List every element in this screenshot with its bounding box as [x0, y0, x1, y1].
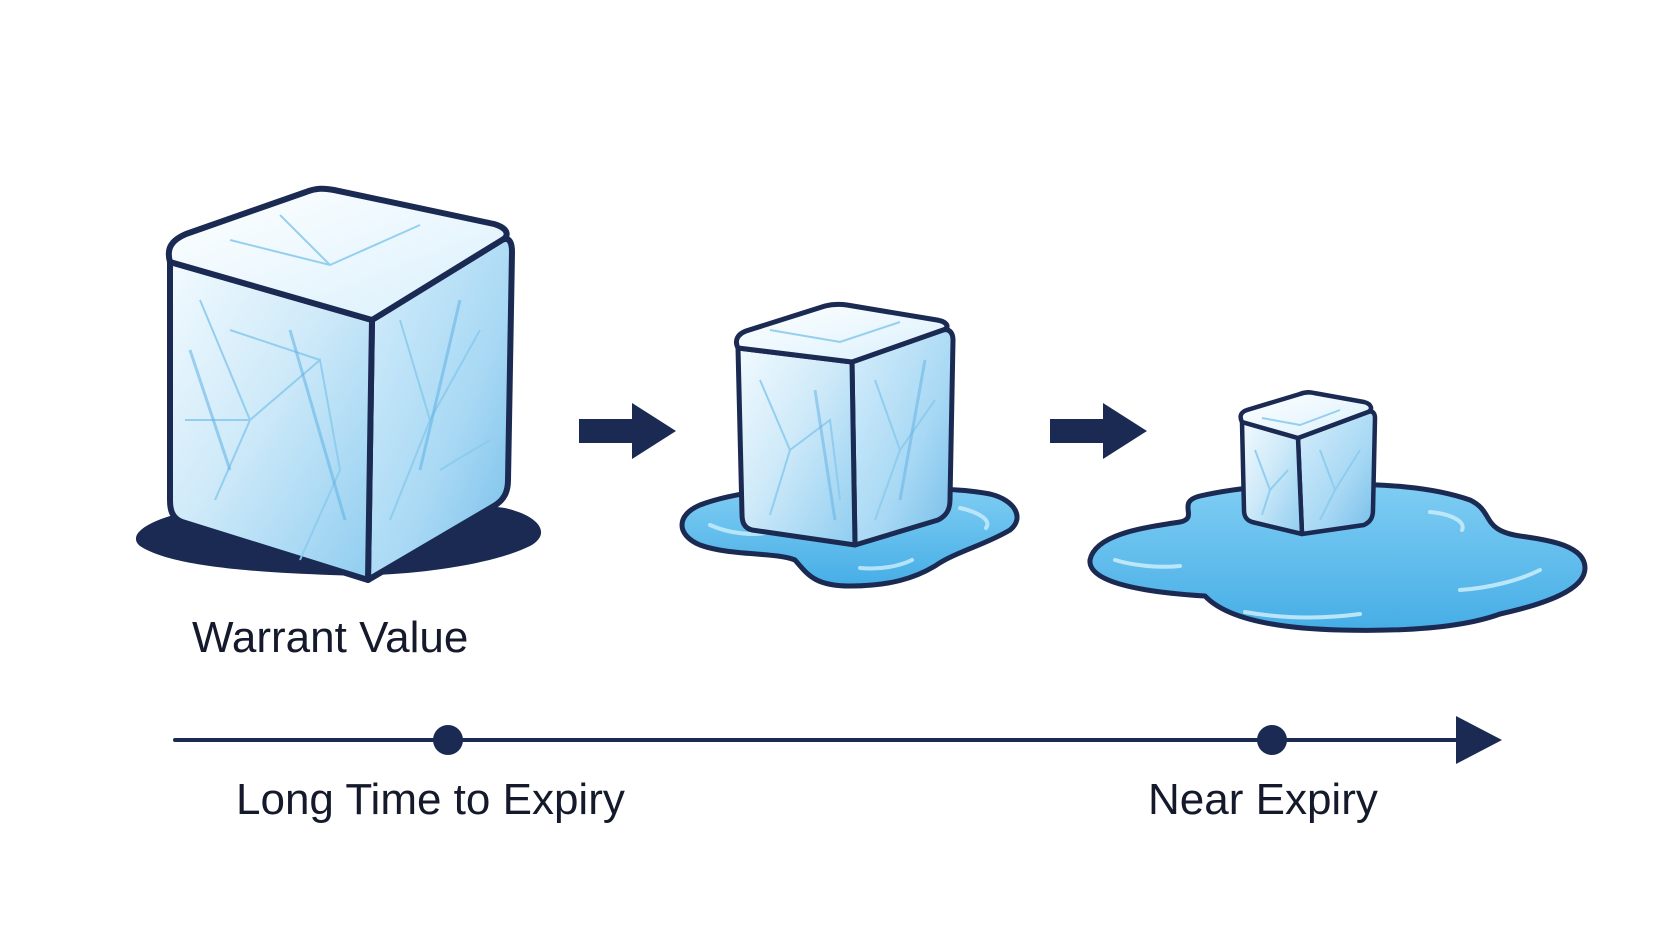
near-expiry-label: Near Expiry: [1148, 775, 1378, 824]
timeline-end-marker: [1257, 725, 1287, 755]
medium-cube-top-face: [733, 301, 950, 365]
medium-cube-front-face: [735, 345, 858, 548]
arrow-right-icon: [1050, 403, 1147, 459]
large-ice-cube-icon: [135, 185, 542, 583]
medium-cube-side-face: [849, 327, 956, 548]
arrow-right-icon: [579, 403, 676, 459]
timeline-arrowhead-icon: [1456, 716, 1502, 764]
small-cube-front-face: [1239, 419, 1305, 537]
small-cube-top-face: [1238, 390, 1374, 441]
warrant-value-label: Warrant Value: [192, 613, 469, 662]
small-ice-cube-icon: [1087, 390, 1588, 633]
timeline-start-marker: [433, 725, 463, 755]
large-cube-front-face: [167, 259, 375, 583]
large-cube-top-face: [165, 185, 510, 323]
timeline: [173, 716, 1502, 764]
medium-ice-cube-icon: [679, 301, 1020, 589]
long-time-to-expiry-label: Long Time to Expiry: [236, 775, 625, 824]
